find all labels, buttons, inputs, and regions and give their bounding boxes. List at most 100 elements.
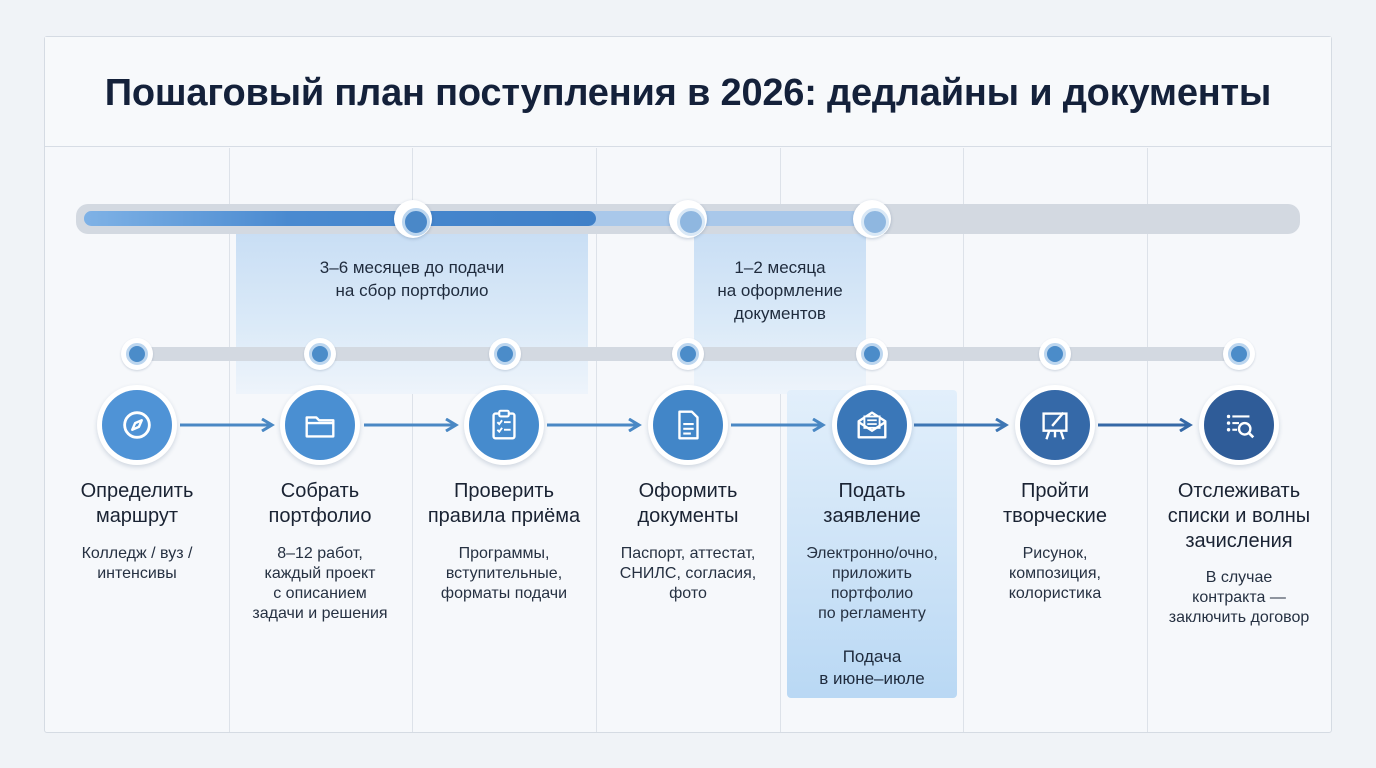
timeline-marker: [394, 200, 432, 238]
arrow-connector: [547, 418, 642, 432]
step-dot: [121, 338, 153, 370]
step-title-line: Подать: [838, 480, 906, 502]
step-1-title: Определить маршрут: [47, 479, 227, 529]
page-title: Пошаговый план поступления в 2026: дедла…: [104, 72, 1272, 114]
step-title-line: Собрать: [280, 480, 360, 502]
step-desc-line: приложить: [831, 565, 913, 582]
step-7-title: Отслеживать списки и волны зачисления: [1149, 479, 1329, 554]
column-divider: [1147, 148, 1148, 732]
easel-brush-icon: [1020, 390, 1090, 460]
step-3-description: Программы, вступительные, форматы подачи: [414, 544, 594, 604]
step-dot: [489, 338, 521, 370]
step-desc-line: задачи и решения: [252, 605, 388, 622]
step-desc-line: интенсивы: [97, 565, 177, 582]
document-icon: [653, 390, 723, 460]
step-4-description: Паспорт, аттестат, СНИЛС, согласия, фото: [598, 544, 778, 604]
step-7-icon-wrap: [1199, 385, 1279, 465]
step-title-line: Определить: [80, 480, 194, 502]
arrow-connector: [1098, 418, 1193, 432]
folder-icon: [285, 390, 355, 460]
step-title-line: маршрут: [95, 505, 179, 527]
step-dot: [1223, 338, 1255, 370]
step-desc-line: вступительные,: [445, 565, 563, 582]
step-desc-line: Программы,: [458, 545, 550, 562]
title-band: [45, 37, 1331, 147]
step-6-title: Пройти творческие: [965, 479, 1145, 529]
step-desc-line: В случае: [1205, 569, 1273, 586]
step-title-line: зачисления: [1185, 530, 1293, 552]
submission-deadline-note: Подача в июне–июле: [782, 646, 962, 690]
step-desc-line: каждый проект: [264, 565, 376, 582]
step-dot: [1039, 338, 1071, 370]
step-desc-line: Электронно/очно,: [806, 545, 938, 562]
step-5-description: Электронно/очно, приложить портфолио по …: [782, 544, 962, 624]
period-label-line: документов: [734, 304, 826, 323]
column-divider: [780, 148, 781, 732]
step-5-title: Подать заявление: [782, 479, 962, 529]
envelope-icon: [837, 390, 907, 460]
arrow-connector: [364, 418, 459, 432]
portfolio-period-band: [236, 224, 588, 394]
step-title-line: Проверить: [453, 480, 555, 502]
timeline-marker: [669, 200, 707, 238]
step-title-line: Оформить: [638, 480, 738, 502]
step-desc-line: композиция,: [1009, 565, 1101, 582]
documents-period-label: 1–2 месяца на оформление документов: [694, 256, 866, 325]
step-note-line: Подача: [842, 647, 902, 666]
step-2-icon-wrap: [280, 385, 360, 465]
step-4-icon-wrap: [648, 385, 728, 465]
step-title-line: документы: [637, 505, 739, 527]
column-divider: [412, 148, 413, 732]
step-2-title: Собрать портфолио: [230, 479, 410, 529]
step-desc-line: портфолио: [830, 585, 914, 602]
step-desc-line: форматы подачи: [440, 585, 568, 602]
step-desc-line: Паспорт, аттестат,: [620, 545, 756, 562]
step-dot: [856, 338, 888, 370]
period-label-line: на оформление: [717, 281, 843, 300]
step-desc-line: по регламенту: [818, 605, 926, 622]
step-6-icon-wrap: [1015, 385, 1095, 465]
arrow-connector: [731, 418, 826, 432]
clipboard-checklist-icon: [469, 390, 539, 460]
step-1-description: Колледж / вуз / интенсивы: [47, 544, 227, 584]
period-label-line: 3–6 месяцев до подачи: [319, 258, 505, 277]
step-desc-line: с описанием: [273, 585, 367, 602]
step-1-icon-wrap: [97, 385, 177, 465]
arrow-connector: [180, 418, 275, 432]
step-desc-line: заключить договор: [1168, 609, 1310, 626]
step-desc-line: 8–12 работ,: [277, 545, 363, 562]
step-2-description: 8–12 работ, каждый проект с описанием за…: [230, 544, 410, 624]
compass-icon: [102, 390, 172, 460]
step-desc-line: фото: [669, 585, 707, 602]
step-dot: [672, 338, 704, 370]
timeline-marker: [853, 200, 891, 238]
step-title-line: списки и волны: [1167, 505, 1311, 527]
step-title-line: Отслеживать: [1177, 480, 1301, 502]
step-title-line: правила приёма: [427, 505, 581, 527]
period-label-line: на сбор портфолио: [335, 281, 489, 300]
column-divider: [596, 148, 597, 732]
step-7-description: В случае контракта — заключить договор: [1149, 568, 1329, 628]
documents-period-band: [694, 224, 866, 394]
step-title-line: творческие: [1003, 505, 1107, 527]
arrow-connector: [914, 418, 1009, 432]
list-search-icon: [1204, 390, 1274, 460]
step-4-title: Оформить документы: [598, 479, 778, 529]
step-title-line: портфолио: [268, 505, 372, 527]
step-note-line: в июне–июле: [819, 669, 925, 688]
timeline-progress-strong: [84, 211, 596, 226]
step-title-line: заявление: [823, 505, 921, 527]
period-label-line: 1–2 месяца: [734, 258, 826, 277]
step-desc-line: колористика: [1008, 585, 1102, 602]
portfolio-period-label: 3–6 месяцев до подачи на сбор портфолио: [262, 256, 562, 302]
step-desc-line: Колледж / вуз /: [81, 545, 193, 562]
step-desc-line: СНИЛС, согласия,: [619, 565, 757, 582]
column-divider: [229, 148, 230, 732]
step-3-title: Проверить правила приёма: [414, 479, 594, 529]
step-6-description: Рисунок, композиция, колористика: [965, 544, 1145, 604]
step-desc-line: Рисунок,: [1022, 545, 1088, 562]
step-dot: [304, 338, 336, 370]
step-3-icon-wrap: [464, 385, 544, 465]
step-desc-line: контракта —: [1192, 589, 1286, 606]
column-divider: [963, 148, 964, 732]
